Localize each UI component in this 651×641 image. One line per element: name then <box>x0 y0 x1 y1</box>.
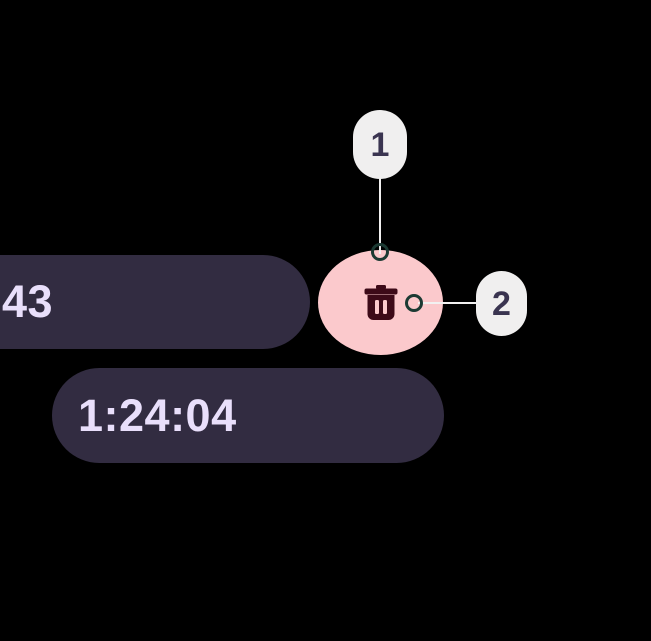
annotation-connector-1 <box>379 168 381 254</box>
count-pill[interactable]: 43 <box>0 255 310 349</box>
annotation-marker-2: 2 <box>476 271 527 336</box>
duration-pill-label: 1:24:04 <box>78 389 237 441</box>
trash-icon <box>364 284 397 320</box>
annotation-connector-2 <box>418 302 482 304</box>
annotation-anchor-top <box>371 243 389 261</box>
duration-pill[interactable]: 1:24:04 <box>52 368 444 463</box>
annotation-marker-1: 1 <box>353 110 407 179</box>
count-pill-label: 43 <box>2 276 54 327</box>
annotation-anchor-right <box>405 294 423 312</box>
